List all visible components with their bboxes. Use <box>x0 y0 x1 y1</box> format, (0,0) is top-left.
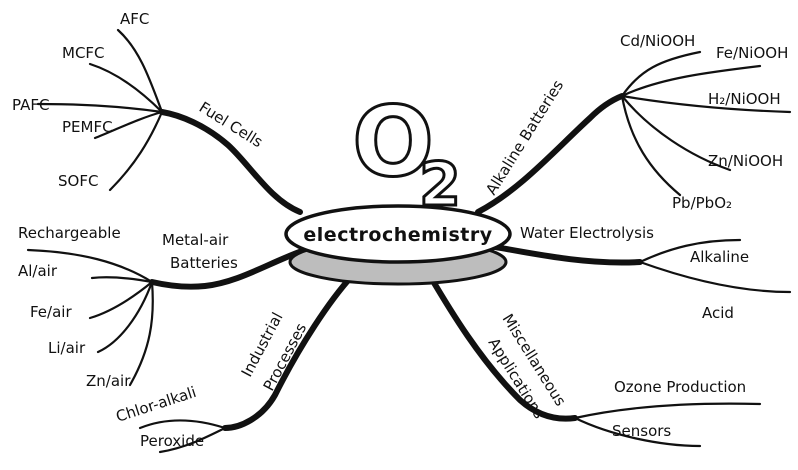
leaf-mcfc: MCFC <box>62 44 105 62</box>
metal-air-group: Metal-air Batteries Rechargeable Al/air … <box>18 224 238 390</box>
alkaline-twig-cd <box>622 52 700 96</box>
leaf-zn-niooh: Zn/NiOOH <box>708 152 783 170</box>
hub-label: electrochemistry <box>303 224 492 246</box>
industrial-twig-chlor-alkali <box>140 420 225 428</box>
industrial-group: Industrial Processes Chlor-alkali Peroxi… <box>114 309 311 450</box>
fuel-cells-group: Fuel Cells AFC MCFC PAFC PEMFC SOFC <box>12 10 266 190</box>
branch-label-metal-air-line2: Batteries <box>170 254 238 272</box>
fuel-cells-twig-afc <box>118 30 162 112</box>
leaf-pemfc: PEMFC <box>62 118 113 136</box>
water-twig-acid <box>640 262 790 292</box>
water-electrolysis-group: Water Electrolysis Alkaline Acid <box>520 224 749 322</box>
branch-label-water-electrolysis: Water Electrolysis <box>520 224 654 242</box>
central-hub: electrochemistry <box>286 206 510 284</box>
leaf-pb-pbo2: Pb/PbO₂ <box>672 194 732 212</box>
o2-symbol: O 2 <box>352 86 461 220</box>
alkaline-batteries-group: Alkaline Batteries Cd/NiOOH Fe/NiOOH H₂/… <box>482 32 788 212</box>
leaf-zn-air: Zn/air <box>86 372 131 390</box>
leaf-pafc: PAFC <box>12 96 49 114</box>
miscellaneous-group: Miscellaneous Applications Ozone Product… <box>485 311 747 440</box>
leaf-fe-niooh: Fe/NiOOH <box>716 44 788 62</box>
leaf-h2-niooh: H₂/NiOOH <box>708 90 781 108</box>
leaf-peroxide: Peroxide <box>140 432 204 450</box>
fuel-cells-twig-pafc <box>38 104 162 112</box>
leaf-fe-air: Fe/air <box>30 303 72 321</box>
leaf-alkaline: Alkaline <box>690 248 749 266</box>
water-electrolysis-trunk <box>490 246 640 263</box>
metal-air-twig-li <box>98 282 152 352</box>
leaf-acid: Acid <box>702 304 734 322</box>
fuel-cells-twig-sofc <box>110 112 162 190</box>
leaf-cd-niooh: Cd/NiOOH <box>620 32 695 50</box>
leaf-afc: AFC <box>120 10 149 28</box>
leaf-sofc: SOFC <box>58 172 98 190</box>
leaf-rechargeable: Rechargeable <box>18 224 121 242</box>
o2-subscript: 2 <box>419 150 461 220</box>
leaf-li-air: Li/air <box>48 339 86 357</box>
leaf-al-air: Al/air <box>18 262 58 280</box>
branch-label-fuel-cells: Fuel Cells <box>196 98 266 151</box>
branch-label-metal-air-line1: Metal-air <box>162 231 229 249</box>
leaf-ozone-production: Ozone Production <box>614 378 746 396</box>
metal-air-twig-fe <box>90 282 152 318</box>
metal-air-twig-zn <box>130 282 153 385</box>
leaf-sensors: Sensors <box>612 422 671 440</box>
alkaline-twig-pb <box>622 96 680 195</box>
misc-twig-ozone <box>575 404 760 418</box>
